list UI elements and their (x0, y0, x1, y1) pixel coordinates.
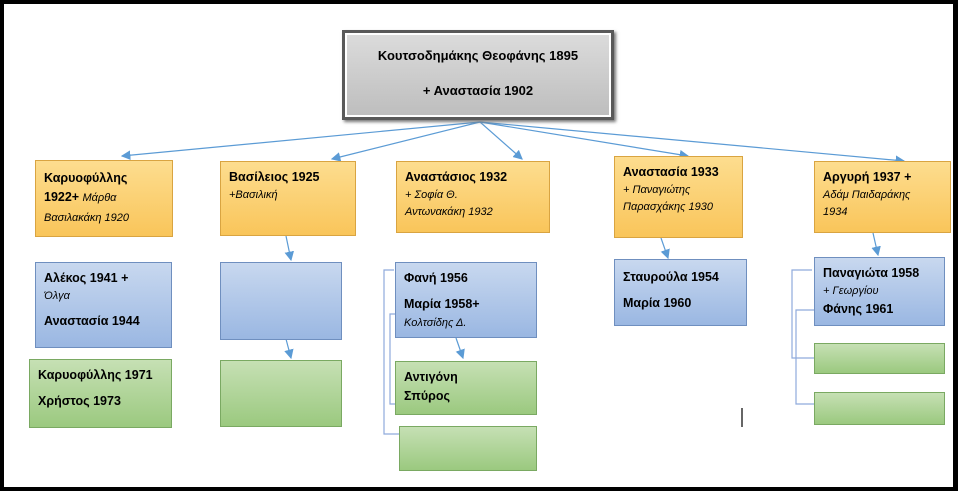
root-name: Κουτσοδημάκης Θεοφάνης 1895 (377, 48, 579, 63)
bracket-child5-outer (791, 269, 814, 359)
child1-year: 1922+ (44, 190, 80, 205)
child1-spouse-first: Μάρθα (82, 192, 117, 205)
child1-grandchildren-box: Καρυοφύλλης 1971 Χρήστος 1973 (29, 359, 172, 428)
grandchild-alekos-spouse: Όλγα (44, 290, 70, 303)
child4-children-box: Σταυρούλα 1954 Μαρία 1960 (614, 259, 747, 326)
connector-root-child1 (120, 121, 481, 160)
child2-children-box-empty (220, 262, 342, 340)
child3-grandchildren-box: Αντιγόνη Σπύρος (395, 361, 537, 415)
diagram-canvas: Κουτσοδημάκης Θεοφάνης 1895 + Αναστασία … (4, 4, 953, 487)
grandchild-alekos: Αλέκος 1941 + (44, 271, 129, 285)
child2-box: Βασίλειος 1925 +Βασιλική (220, 161, 356, 236)
child3-spouse-l2: Αντωνακάκη 1932 (405, 206, 493, 219)
child2-name: Βασίλειος 1925 (229, 170, 320, 184)
child1-name: Καρυοφύλλης (44, 171, 128, 185)
connector-child4-blue (660, 237, 670, 260)
child5-children-box: Παναγιώτα 1958 + Γεωργίου Φάνης 1961 (814, 257, 945, 326)
grandchild-fani: Φανή 1956 (404, 271, 468, 285)
child4-box: Αναστασία 1933 + Παναγιώτης Παρασχάκης 1… (614, 156, 743, 238)
bracket-child3-outer (383, 269, 400, 435)
connector-child2-green (284, 338, 294, 360)
child4-spouse-l2: Παρασχάκης 1930 (623, 201, 714, 214)
grandchild-anastasia: Αναστασία 1944 (44, 314, 140, 329)
connector-root-child3 (479, 121, 523, 160)
root-person-box: Κουτσοδημάκης Θεοφάνης 1895 + Αναστασία … (342, 30, 614, 120)
great-grandchild-spyros: Σπύρος (404, 389, 451, 404)
child5-spouse-l2: 1934 (823, 206, 848, 219)
connector-child3-green (455, 337, 465, 360)
connector-root-child4 (479, 121, 690, 160)
great-grandchild-1: Καρυοφύλλης 1971 (38, 368, 153, 382)
connector-child2-blue (284, 235, 294, 262)
grandchild-maria: Μαρία 1958+ (404, 297, 480, 312)
connector-root-child2 (330, 121, 481, 162)
child3-spouse-l1: + Σοφία Θ. (405, 189, 458, 202)
child5-name: Αργυρή 1937 + (823, 170, 912, 184)
grandchild-stavroula: Σταυρούλα 1954 (623, 270, 719, 284)
grandchild-panagiota: Παναγιώτα 1958 (823, 266, 920, 280)
child3-grandchildren-box-empty (399, 426, 537, 471)
grandchild-panagiota-spouse: + Γεωργίου (823, 285, 879, 298)
child3-box: Αναστάσιος 1932 + Σοφία Θ. Αντωνακάκη 19… (396, 161, 550, 233)
child1-box: Καρυοφύλλης 1922+ Μάρθα Βασιλακάκη 1920 (35, 160, 173, 237)
child3-children-box: Φανή 1956 Μαρία 1958+ Κολτσίδης Δ. (395, 262, 537, 338)
root-spouse: + Αναστασία 1902 (422, 83, 534, 99)
child5-box: Αργυρή 1937 + Αδάμ Παιδαράκης 1934 (814, 161, 951, 233)
bracket-child5-inner (795, 309, 814, 405)
child5-grandchildren-box-empty-2 (814, 392, 945, 425)
child3-name: Αναστάσιος 1932 (405, 170, 508, 184)
connector-child5-blue (871, 232, 881, 257)
child4-spouse-l1: + Παναγιώτης (623, 184, 691, 197)
child1-spouse-rest: Βασιλακάκη 1920 (44, 211, 129, 224)
child2-grandchildren-box-empty (220, 360, 342, 427)
grandchild-fanis: Φάνης 1961 (823, 302, 894, 317)
child1-children-box: Αλέκος 1941 + Όλγα Αναστασία 1944 (35, 262, 172, 348)
child5-grandchildren-box-empty-1 (814, 343, 945, 374)
grandchild-maria-1960: Μαρία 1960 (623, 296, 692, 311)
connector-root-child5 (479, 121, 906, 166)
child5-spouse-l1: Αδάμ Παιδαράκης (823, 189, 911, 202)
child2-spouse: +Βασιλική (229, 189, 278, 202)
child4-name: Αναστασία 1933 (623, 165, 719, 179)
grandchild-maria-spouse: Κολτσίδης Δ. (404, 316, 467, 329)
great-grandchild-antigoni: Αντιγόνη (404, 370, 458, 384)
great-grandchild-2: Χρήστος 1973 (38, 394, 121, 409)
